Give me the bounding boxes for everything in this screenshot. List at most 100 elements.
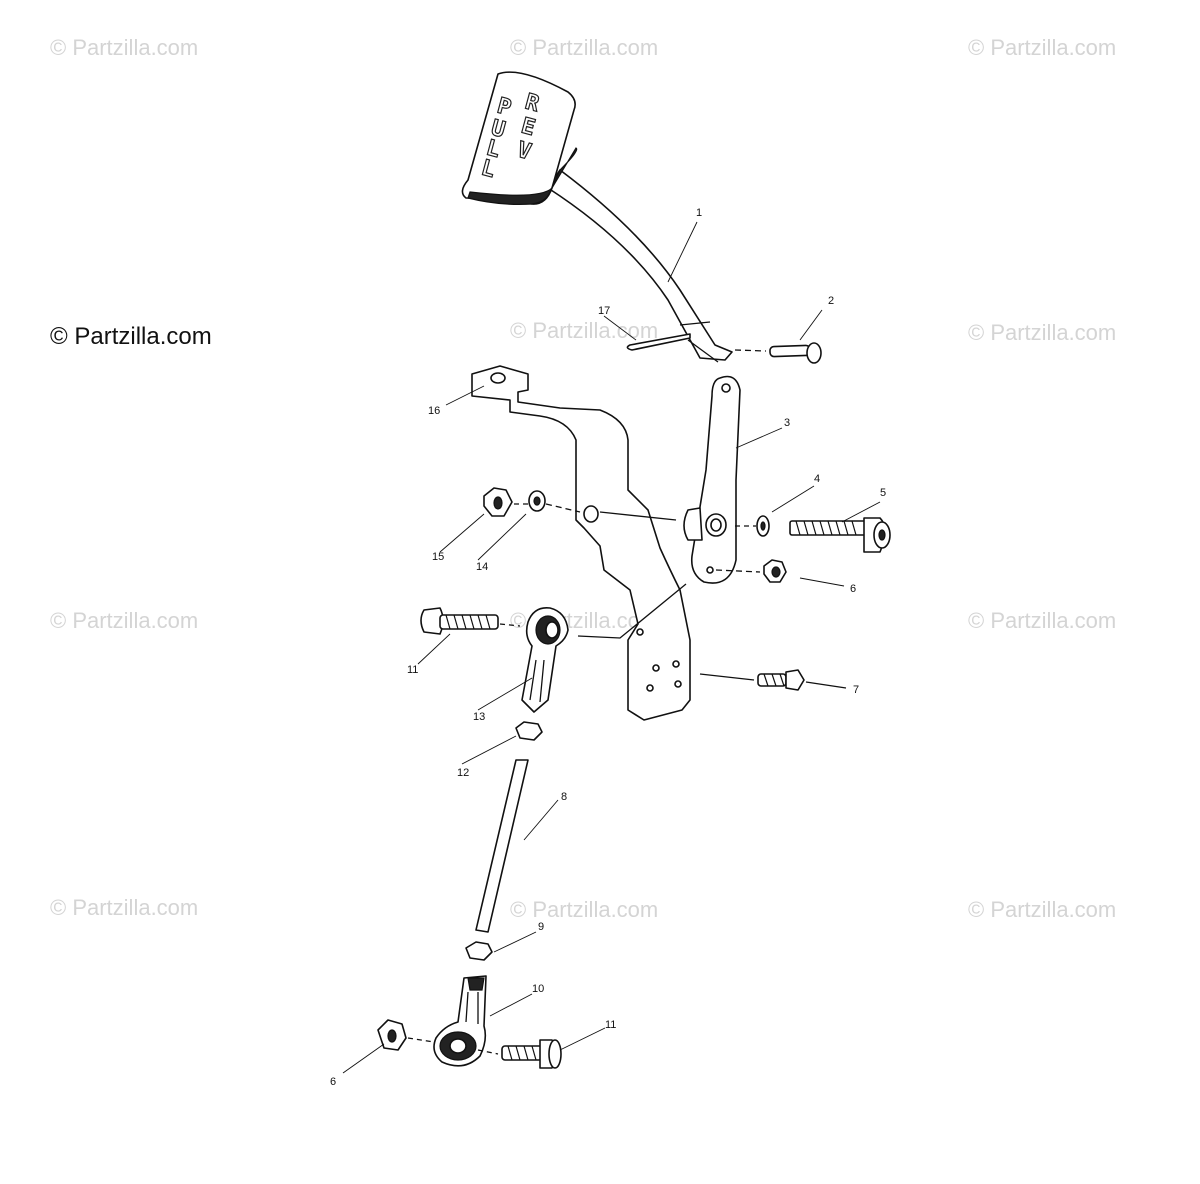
watermarks: © Partzilla.com © Partzilla.com © Partzi… (50, 35, 1116, 922)
lever-band (679, 321, 711, 326)
bracket-hole (652, 664, 660, 672)
part-11-bolt (477, 1039, 562, 1069)
callout-5: 5 (880, 487, 886, 499)
watermark: © Partzilla.com (968, 35, 1116, 60)
rod-end-top (467, 977, 485, 991)
washer-hole (533, 496, 541, 506)
link-arm-body (690, 375, 741, 584)
watermark: © Partzilla.com (510, 318, 658, 343)
watermark: © Partzilla.com (50, 608, 198, 633)
bracket-hole (636, 628, 644, 636)
part-12-jam-nut (515, 721, 543, 741)
part-3-link-arm (683, 375, 741, 584)
bracket-hole (674, 680, 682, 688)
part-15-nut (483, 487, 528, 517)
part-16-bracket (471, 365, 691, 721)
part-1-lever: P U L L R E V (461, 71, 733, 363)
callout-12: 12 (457, 767, 469, 779)
link-bushing-hole (710, 518, 722, 532)
callout-7: 7 (853, 684, 859, 696)
callout-1: 1 (696, 207, 702, 219)
callout-4: 4 (814, 473, 820, 485)
washer-hole (760, 521, 766, 531)
credit-text: © Partzilla.com (50, 323, 212, 350)
callout-9: 9 (538, 921, 544, 933)
callout-11: 11 (407, 664, 418, 676)
bolt-thread (795, 520, 857, 536)
callout-10: 10 (532, 983, 544, 995)
part-9-jam-nut (465, 941, 493, 961)
callout-6: 6 (850, 583, 856, 595)
cotter-pin (626, 333, 691, 351)
part-5-bolt (789, 517, 891, 553)
handle-grip (461, 71, 576, 205)
threaded-rod (475, 759, 529, 933)
part-17-cotter-pin (626, 333, 691, 351)
clevis-pin-head (806, 342, 822, 364)
screw-thread (763, 673, 785, 687)
assembly-line (577, 583, 687, 639)
watermark: © Partzilla.com (968, 320, 1116, 345)
callout-3: 3 (784, 417, 790, 429)
callout-13: 13 (473, 711, 485, 723)
rod-end-slot (465, 991, 479, 1024)
rod-end-slot (529, 659, 545, 703)
nut-hole (493, 496, 503, 510)
part-13-rod-end (521, 606, 569, 713)
leader-lines (342, 221, 881, 1074)
watermark: © Partzilla.com (510, 35, 658, 60)
callout-16: 16 (428, 405, 440, 417)
part-6-nut (377, 1019, 435, 1051)
part-2-clevis-pin (734, 342, 822, 364)
bolt-flange (548, 1039, 562, 1069)
bracket-hole (583, 505, 599, 523)
assembly-line (805, 681, 847, 689)
link-hole (721, 383, 731, 393)
bolt-head (420, 607, 444, 635)
assembly-line (407, 1037, 435, 1043)
jam-nut (515, 721, 543, 741)
watermark: © Partzilla.com (968, 897, 1116, 922)
callout-14: 14 (476, 561, 488, 573)
bolt-thread (445, 614, 491, 630)
part-10-rod-end (433, 975, 487, 1067)
watermark: © Partzilla.com (968, 608, 1116, 633)
link-spacer (683, 507, 703, 541)
assembly-line (699, 673, 755, 681)
bolt-thread (507, 1045, 537, 1061)
assembly-line (477, 1049, 499, 1055)
callout-6-bottom: 6 (330, 1076, 336, 1088)
rod-end-bore (449, 1038, 467, 1054)
watermark: © Partzilla.com (50, 35, 198, 60)
assembly-line (545, 503, 581, 513)
assembly-line (499, 623, 521, 627)
bracket-body (471, 365, 691, 721)
part-4-washer (735, 515, 770, 537)
callout-2: 2 (828, 295, 834, 307)
handle-base (467, 147, 578, 205)
part-8-rod (475, 759, 529, 933)
part-14-washer (528, 490, 581, 513)
assembly-line (599, 511, 677, 521)
watermark: © Partzilla.com (510, 897, 658, 922)
lever-arm (547, 169, 733, 361)
bolt-socket (878, 529, 886, 541)
callout-11-bottom: 11 (605, 1019, 616, 1031)
nut-hole (387, 1029, 397, 1043)
part-7-screw (699, 669, 847, 691)
callout-8: 8 (561, 791, 567, 803)
screw-head (785, 669, 805, 691)
clevis-pin-shaft (769, 344, 811, 358)
lever-band (687, 339, 719, 363)
assembly-line (734, 349, 767, 352)
bracket-hole (490, 372, 506, 384)
part-6-nut (715, 559, 787, 583)
bracket-hole (672, 660, 680, 668)
part-11-bolt (420, 607, 521, 635)
callout-17: 17 (598, 305, 610, 317)
watermark: © Partzilla.com (50, 895, 198, 920)
callouts: 1 2 3 4 5 6 7 8 9 10 11 12 13 14 15 16 1… (330, 207, 886, 1088)
link-hole (706, 566, 714, 574)
